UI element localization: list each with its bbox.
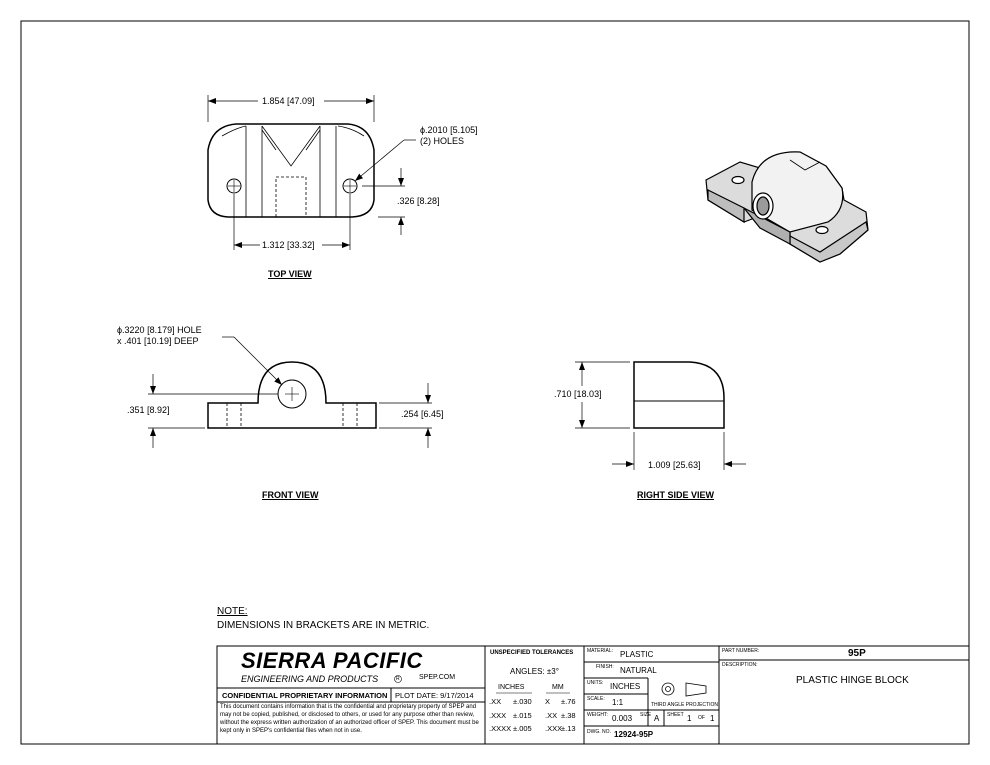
size-value: A bbox=[654, 714, 660, 723]
weight-value: 0.003 bbox=[612, 714, 633, 723]
size-label: SIZE bbox=[640, 712, 652, 718]
dim-inches: 1.009 bbox=[648, 460, 671, 470]
dim-inches: .326 bbox=[397, 196, 415, 206]
material-label: MATERIAL: bbox=[587, 648, 614, 654]
drawing-number: 12924-95P bbox=[614, 730, 654, 739]
dim-inches: 1.854 bbox=[262, 96, 285, 106]
right-side-view-drawing bbox=[633, 361, 725, 429]
sheet-border bbox=[20, 20, 970, 745]
front-bore-depth: x .401 [10.19] DEEP bbox=[117, 336, 199, 346]
finish-label: FINISH: bbox=[596, 664, 614, 670]
sheet-of-label: OF bbox=[698, 715, 705, 721]
side-depth-dim: 1.009 [25.63] bbox=[648, 460, 701, 470]
company-website: SPEP.COM bbox=[419, 674, 456, 681]
right-side-view-dimensions bbox=[575, 361, 746, 470]
dim-inches: .710 bbox=[554, 389, 572, 399]
dim-metric: [25.63] bbox=[673, 460, 701, 470]
top-overall-width-dim: 1.854 [47.09] bbox=[262, 96, 315, 106]
sheet-label: SHEET bbox=[667, 712, 684, 718]
company-subtitle: ENGINEERING AND PRODUCTS bbox=[241, 674, 379, 684]
description-value: PLASTIC HINGE BLOCK bbox=[796, 675, 909, 686]
sheet-total: 1 bbox=[710, 714, 715, 723]
tolerances-angles: ANGLES: ±3° bbox=[510, 667, 559, 676]
tol-in-label: .XXXX bbox=[489, 724, 512, 733]
front-view-dimensions bbox=[148, 336, 432, 448]
tolerances-inches-header: INCHES bbox=[498, 684, 525, 691]
dim-inches: .351 bbox=[127, 405, 145, 415]
front-view-label: FRONT VIEW bbox=[262, 490, 319, 500]
registered-mark-icon bbox=[394, 675, 402, 683]
tol-in-value: ±.015 bbox=[513, 711, 532, 720]
tol-mm-label: .XX bbox=[545, 711, 558, 720]
part-number: 95P bbox=[848, 648, 866, 659]
units-value: INCHES bbox=[610, 682, 641, 691]
tolerance-row: .XXX ±.015 .XX±.38 bbox=[489, 711, 576, 720]
dim-metric: [6.45] bbox=[421, 409, 444, 419]
top-hole-offset-dim: .326 [8.28] bbox=[397, 196, 440, 206]
sheet-number: 1 bbox=[687, 714, 692, 723]
note-text: DIMENSIONS IN BRACKETS ARE IN METRIC. bbox=[217, 620, 430, 631]
front-view-drawing bbox=[207, 361, 377, 429]
material-value: PLASTIC bbox=[620, 650, 654, 659]
tolerance-row: .XX ±.030 X ±.76 bbox=[489, 697, 576, 706]
tolerance-row: .XXXX±.005 .XXX±.13 bbox=[489, 724, 576, 733]
dim-metric: [33.32] bbox=[287, 240, 315, 250]
weight-label: WEIGHT: bbox=[587, 712, 608, 718]
dim-metric: [18.03] bbox=[574, 389, 602, 399]
confidential-heading: CONFIDENTIAL PROPRIETARY INFORMATION bbox=[222, 691, 388, 700]
isometric-view bbox=[705, 151, 869, 263]
dim-metric: [8.28] bbox=[417, 196, 440, 206]
tol-in-value: ±.005 bbox=[513, 724, 532, 733]
registered-mark: R bbox=[396, 676, 400, 682]
tolerances-heading: UNSPECIFIED TOLERANCES bbox=[490, 650, 574, 656]
dim-metric: [8.92] bbox=[147, 405, 170, 415]
drawing-number-label: DWG. NO. bbox=[587, 729, 611, 735]
projection-label: THIRD ANGLE PROJECTION bbox=[651, 702, 718, 708]
company-name: SIERRA PACIFIC bbox=[241, 648, 423, 673]
side-height-dim: .710 [18.03] bbox=[554, 389, 602, 399]
note-heading: NOTE: bbox=[217, 606, 248, 617]
top-view-label: TOP VIEW bbox=[268, 269, 312, 279]
top-view-drawing bbox=[207, 123, 375, 218]
tol-mm-label: .XXX bbox=[545, 724, 563, 733]
scale-label: SCALE: bbox=[587, 696, 605, 702]
title-block-grid bbox=[216, 645, 970, 745]
tol-mm-label: X bbox=[545, 697, 551, 706]
tol-in-label: .XX bbox=[489, 697, 502, 706]
scale-value: 1:1 bbox=[612, 698, 624, 707]
tol-in-label: .XXX bbox=[489, 711, 507, 720]
tol-in-value: ±.030 bbox=[513, 697, 532, 706]
front-base-height-dim: .254 [6.45] bbox=[401, 409, 444, 419]
units-label: UNITS: bbox=[587, 680, 604, 686]
tol-mm-value: ±.13 bbox=[561, 724, 576, 733]
description-label: DESCRIPTION: bbox=[722, 662, 758, 668]
dim-inches: 1.312 bbox=[262, 240, 285, 250]
front-bore-height-dim: .351 [8.92] bbox=[127, 405, 170, 415]
tol-mm-value: ±.38 bbox=[561, 711, 576, 720]
front-bore-callout: ϕ.3220 [8.179] HOLE bbox=[117, 325, 202, 335]
top-view-dimensions bbox=[207, 95, 416, 250]
tol-mm-value: ±.76 bbox=[561, 697, 576, 706]
part-number-label: PART NUMBER: bbox=[722, 648, 760, 654]
top-hole-spacing-dim: 1.312 [33.32] bbox=[262, 240, 315, 250]
right-side-view-label: RIGHT SIDE VIEW bbox=[637, 490, 715, 500]
top-hole-callout: ϕ.2010 [5.105] bbox=[420, 125, 478, 135]
finish-value: NATURAL bbox=[620, 666, 657, 675]
confidential-text: This document contains information that … bbox=[220, 704, 479, 734]
dim-metric: [47.09] bbox=[287, 96, 315, 106]
third-angle-projection-icon bbox=[661, 682, 707, 697]
top-hole-count: (2) HOLES bbox=[420, 136, 465, 146]
dim-inches: .254 bbox=[401, 409, 419, 419]
tolerances-mm-header: MM bbox=[552, 684, 564, 691]
plot-date: PLOT DATE: 9/17/2014 bbox=[395, 691, 474, 700]
